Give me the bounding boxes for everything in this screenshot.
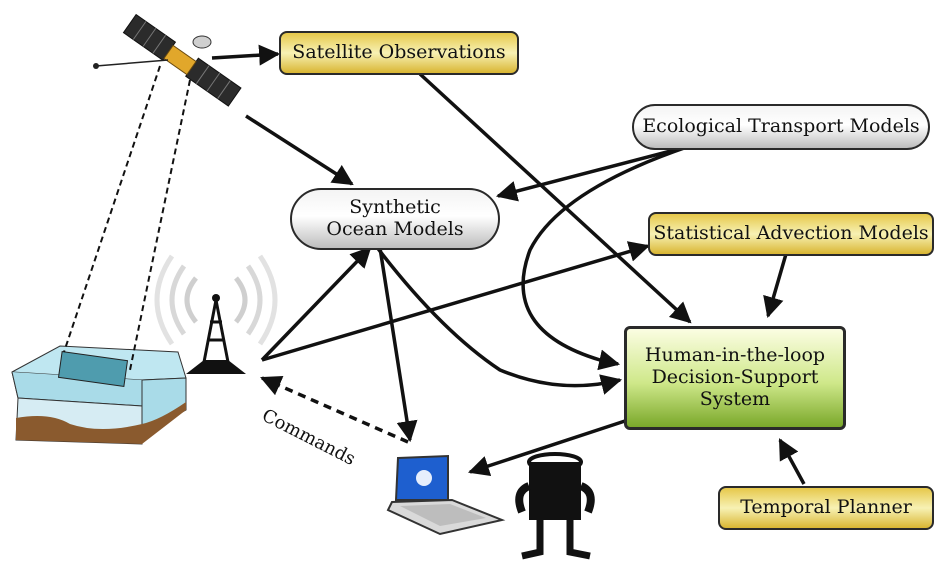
arrow-tower-to-synthetic-ocean xyxy=(260,246,372,362)
arrow-satellite-to-observations xyxy=(211,44,281,66)
temporal-planner-box: Temporal Planner xyxy=(718,486,934,530)
radio-tower-icon xyxy=(154,254,278,374)
decision-support-system-box: Human-in-the-loop Decision-Support Syste… xyxy=(624,326,846,430)
arrow-observations-to-decision xyxy=(418,72,692,324)
arrow-synthetic-ocean-to-decision xyxy=(374,244,623,395)
arrow-synthetic-ocean-to-laptop xyxy=(378,247,418,443)
arrow-planner-to-decision xyxy=(778,438,806,485)
synthetic-ocean-models-box: Synthetic Ocean Models xyxy=(290,188,500,250)
arrows xyxy=(211,44,806,485)
arrow-satellite-to-synthetic-ocean xyxy=(245,114,354,186)
ecological-transport-models-label: Ecological Transport Models xyxy=(642,115,920,138)
satellite-icon xyxy=(93,13,242,107)
satellite-observations-box: Satellite Observations xyxy=(279,31,519,75)
satellite-link-lines xyxy=(63,65,191,371)
arrow-ecological-to-decision xyxy=(521,144,691,371)
ecological-transport-models-box: Ecological Transport Models xyxy=(632,104,930,150)
synthetic-ocean-models-label: Synthetic Ocean Models xyxy=(326,196,464,240)
human-operator-icon xyxy=(515,452,595,560)
laptop-icon xyxy=(386,454,506,536)
temporal-planner-label: Temporal Planner xyxy=(740,496,912,519)
decision-support-system-label: Human-in-the-loop Decision-Support Syste… xyxy=(644,344,826,410)
arrow-statistical-to-decision xyxy=(763,253,788,319)
arrow-tower-to-statistical xyxy=(261,241,651,362)
satellite-observations-label: Satellite Observations xyxy=(292,41,506,64)
arrow-laptop-commands-to-tower xyxy=(260,375,409,444)
arrow-decision-to-laptop xyxy=(468,418,629,477)
statistical-advection-models-label: Statistical Advection Models xyxy=(653,222,929,245)
statistical-advection-models-box: Statistical Advection Models xyxy=(648,212,934,256)
arrow-ecological-to-synthetic-ocean xyxy=(495,144,691,202)
ocean-glider-icon xyxy=(11,345,187,445)
